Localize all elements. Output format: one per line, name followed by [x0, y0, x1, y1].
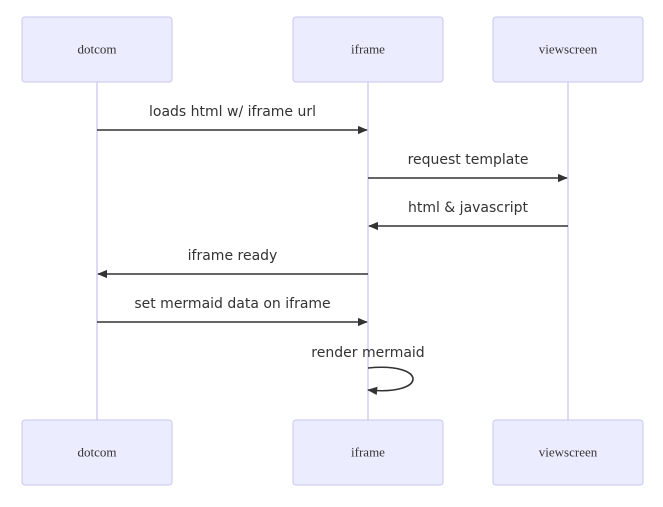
actor-label: dotcom — [78, 444, 117, 459]
message-label: render mermaid — [311, 345, 424, 361]
actor-label: iframe — [351, 444, 385, 459]
lifelines — [96, 82, 569, 420]
message-label: set mermaid data on iframe — [134, 296, 330, 312]
actor-box-iframe-top: iframe — [292, 16, 444, 83]
actor-rect — [292, 16, 444, 83]
message-0: loads html w/ iframe url — [97, 104, 368, 135]
actors-bottom: dotcom iframe viewscreen — [21, 419, 644, 486]
actor-label: viewscreen — [539, 41, 598, 56]
message-3: iframe ready — [97, 248, 368, 279]
actor-rect — [21, 419, 173, 486]
message-label: request template — [408, 152, 529, 168]
self-loop-arrow — [367, 366, 414, 396]
message-label: loads html w/ iframe url — [149, 104, 316, 120]
message-label: iframe ready — [188, 248, 278, 264]
message-2: html & javascript — [368, 200, 568, 231]
actor-rect — [292, 419, 444, 486]
actor-rect — [492, 419, 644, 486]
message-4: set mermaid data on iframe — [97, 296, 368, 327]
message-1: request template — [368, 152, 568, 183]
actor-rect — [492, 16, 644, 83]
message-5: render mermaid — [311, 345, 425, 396]
actor-label: iframe — [351, 41, 385, 56]
actor-box-viewscreen-top: viewscreen — [492, 16, 644, 83]
messages: loads html w/ iframe url request template… — [97, 104, 568, 396]
actor-label: viewscreen — [539, 444, 598, 459]
message-label: html & javascript — [408, 200, 529, 216]
actors-top: dotcom iframe viewscreen — [21, 16, 644, 83]
actor-label: dotcom — [78, 41, 117, 56]
actor-box-iframe-bottom: iframe — [292, 419, 444, 486]
actor-box-dotcom-bottom: dotcom — [21, 419, 173, 486]
actor-box-dotcom-top: dotcom — [21, 16, 173, 83]
actor-box-viewscreen-bottom: viewscreen — [492, 419, 644, 486]
actor-rect — [21, 16, 173, 83]
